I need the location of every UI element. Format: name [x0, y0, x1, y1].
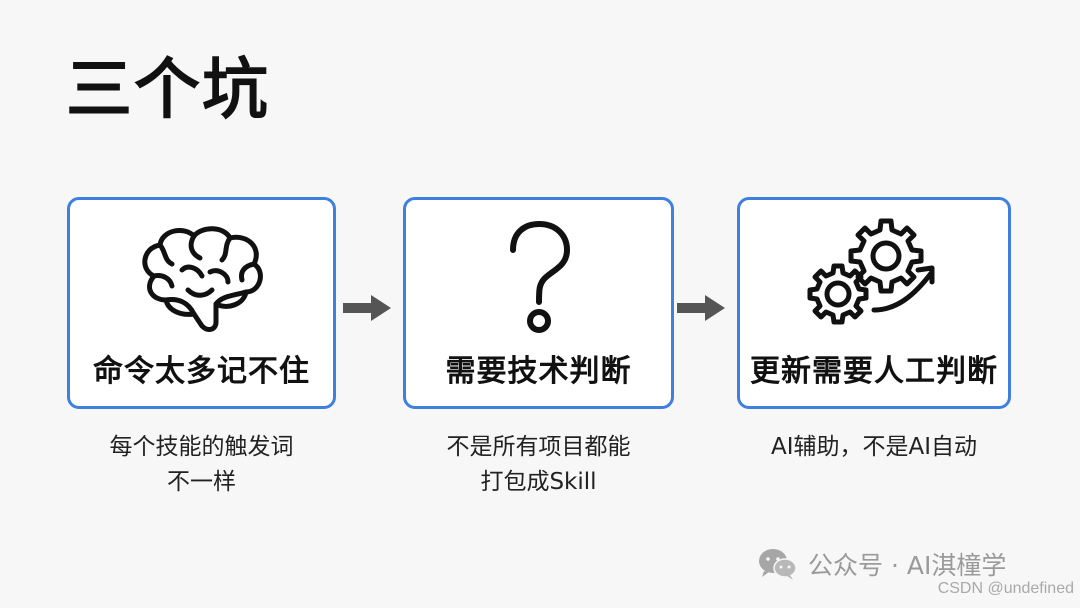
- wechat-icon: [759, 549, 797, 580]
- watermark: 公众号 · AI淇橦学: [758, 546, 1006, 582]
- page-title: 三个坑: [66, 51, 270, 128]
- caption-line: 不是所有项目都能: [446, 434, 631, 460]
- brain-icon: [142, 226, 263, 332]
- gears-arrow-icon: [807, 218, 935, 325]
- card-memory: 命令太多记不住: [67, 197, 336, 409]
- question-mark-icon: [509, 221, 570, 333]
- card-label: 更新需要人工判断: [750, 354, 998, 389]
- caption-line: 每个技能的触发词: [109, 434, 294, 460]
- watermark-text: 公众号 · AI淇橦学: [808, 551, 1007, 580]
- caption-line: 打包成Skill: [480, 469, 597, 495]
- card-technical: 需要技术判断: [403, 197, 674, 409]
- card-caption: AI辅助，不是AI自动: [737, 430, 1011, 465]
- source-credit: CSDN @undefined: [937, 580, 1074, 597]
- arrow-right-icon: [677, 295, 725, 321]
- card-label: 需要技术判断: [445, 354, 632, 389]
- card-update: 更新需要人工判断: [737, 197, 1011, 409]
- card-caption: 不是所有项目都能 打包成Skill: [403, 430, 674, 500]
- arrow-right-icon: [343, 295, 391, 321]
- card-caption: 每个技能的触发词 不一样: [67, 430, 336, 500]
- caption-line: AI辅助，不是AI自动: [770, 434, 978, 460]
- card-label: 命令太多记不住: [93, 354, 310, 389]
- caption-line: 不一样: [167, 469, 236, 495]
